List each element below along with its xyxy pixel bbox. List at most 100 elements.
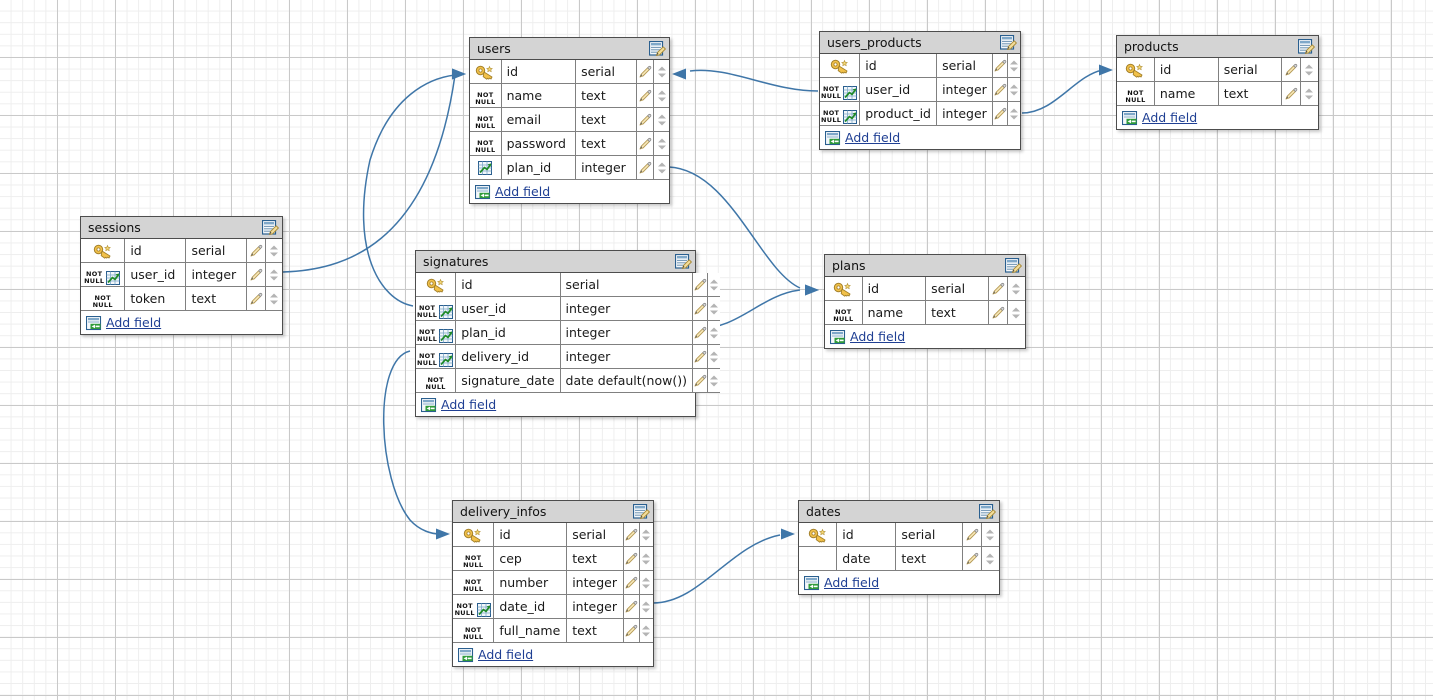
table-header-delivery_infos[interactable]: delivery_infos bbox=[453, 501, 653, 523]
updown-spinner-icon[interactable] bbox=[1007, 77, 1020, 102]
updown-spinner-icon[interactable] bbox=[707, 368, 720, 393]
table-properties-icon[interactable] bbox=[262, 219, 279, 236]
updown-spinner-icon[interactable] bbox=[707, 344, 720, 369]
table-properties-icon[interactable] bbox=[979, 503, 996, 520]
add-field-row[interactable]: Add field bbox=[820, 126, 1020, 149]
updown-spinner-icon[interactable] bbox=[653, 60, 669, 84]
pencil-icon[interactable] bbox=[692, 273, 708, 297]
pencil-icon[interactable] bbox=[992, 54, 1008, 78]
table-properties-icon[interactable] bbox=[1298, 38, 1315, 55]
updown-spinner-icon[interactable] bbox=[707, 273, 720, 297]
updown-spinner-icon[interactable] bbox=[639, 570, 653, 595]
table-header-users_products[interactable]: users_products bbox=[820, 32, 1020, 54]
add-field-row[interactable]: Add field bbox=[416, 393, 695, 416]
updown-spinner-icon[interactable] bbox=[639, 618, 653, 643]
add-field-link[interactable]: Add field bbox=[1142, 110, 1198, 125]
add-field-row[interactable]: Add field bbox=[799, 571, 999, 594]
table-properties-icon[interactable] bbox=[649, 40, 666, 57]
add-field-link[interactable]: Add field bbox=[441, 397, 497, 412]
updown-spinner-icon[interactable] bbox=[981, 546, 999, 571]
add-field-row[interactable]: Add field bbox=[453, 643, 653, 666]
pencil-icon[interactable] bbox=[992, 101, 1008, 126]
updown-spinner-icon[interactable] bbox=[707, 320, 720, 345]
add-field-row[interactable]: Add field bbox=[81, 311, 282, 334]
updown-spinner-icon[interactable] bbox=[1007, 101, 1020, 126]
table-header-products[interactable]: products bbox=[1117, 36, 1318, 58]
updown-spinner-icon[interactable] bbox=[265, 286, 282, 311]
updown-spinner-icon[interactable] bbox=[265, 239, 282, 263]
table-properties-icon[interactable] bbox=[675, 253, 692, 270]
updown-spinner-icon[interactable] bbox=[1300, 58, 1318, 82]
pencil-icon[interactable] bbox=[636, 107, 655, 132]
add-field-link[interactable]: Add field bbox=[495, 184, 551, 199]
pencil-icon[interactable] bbox=[246, 286, 266, 311]
add-field-row[interactable]: Add field bbox=[825, 325, 1025, 348]
pencil-icon[interactable] bbox=[636, 131, 655, 156]
updown-spinner-icon[interactable] bbox=[653, 107, 669, 132]
pencil-icon[interactable] bbox=[623, 570, 640, 595]
add-field-row[interactable]: Add field bbox=[1117, 106, 1318, 129]
pencil-icon[interactable] bbox=[1281, 81, 1301, 106]
pencil-icon[interactable] bbox=[988, 300, 1008, 325]
updown-spinner-icon[interactable] bbox=[653, 155, 669, 180]
table-header-sessions[interactable]: sessions bbox=[81, 217, 282, 239]
table-header-dates[interactable]: dates bbox=[799, 501, 999, 523]
pencil-icon[interactable] bbox=[246, 239, 266, 263]
pencil-icon[interactable] bbox=[692, 296, 708, 321]
pencil-icon[interactable] bbox=[636, 60, 655, 84]
updown-spinner-icon[interactable] bbox=[1300, 81, 1318, 106]
add-field-link[interactable]: Add field bbox=[824, 575, 880, 590]
updown-spinner-icon[interactable] bbox=[981, 523, 999, 547]
updown-spinner-icon[interactable] bbox=[639, 594, 653, 619]
table-header-users[interactable]: users bbox=[470, 38, 669, 60]
updown-spinner-icon[interactable] bbox=[1007, 277, 1025, 301]
add-field-row[interactable]: Add field bbox=[470, 180, 669, 203]
pencil-icon[interactable] bbox=[962, 546, 982, 571]
pencil-icon[interactable] bbox=[962, 523, 982, 547]
updown-spinner-icon[interactable] bbox=[265, 262, 282, 287]
add-field-link[interactable]: Add field bbox=[478, 647, 534, 662]
updown-spinner-icon[interactable] bbox=[653, 131, 669, 156]
table-header-signatures[interactable]: signatures bbox=[416, 251, 695, 273]
pencil-icon[interactable] bbox=[623, 546, 640, 571]
add-field-link[interactable]: Add field bbox=[845, 130, 901, 145]
table-properties-icon[interactable] bbox=[1000, 34, 1017, 51]
pencil-icon[interactable] bbox=[623, 618, 640, 643]
pencil-icon[interactable] bbox=[992, 77, 1008, 102]
pencil-icon[interactable] bbox=[246, 262, 266, 287]
updown-spinner-icon[interactable] bbox=[1007, 300, 1025, 325]
table-properties-icon[interactable] bbox=[633, 503, 650, 520]
updown-spinner-icon[interactable] bbox=[653, 83, 669, 108]
updown-spinner-icon[interactable] bbox=[1007, 54, 1020, 78]
table-header-plans[interactable]: plans bbox=[825, 255, 1025, 277]
